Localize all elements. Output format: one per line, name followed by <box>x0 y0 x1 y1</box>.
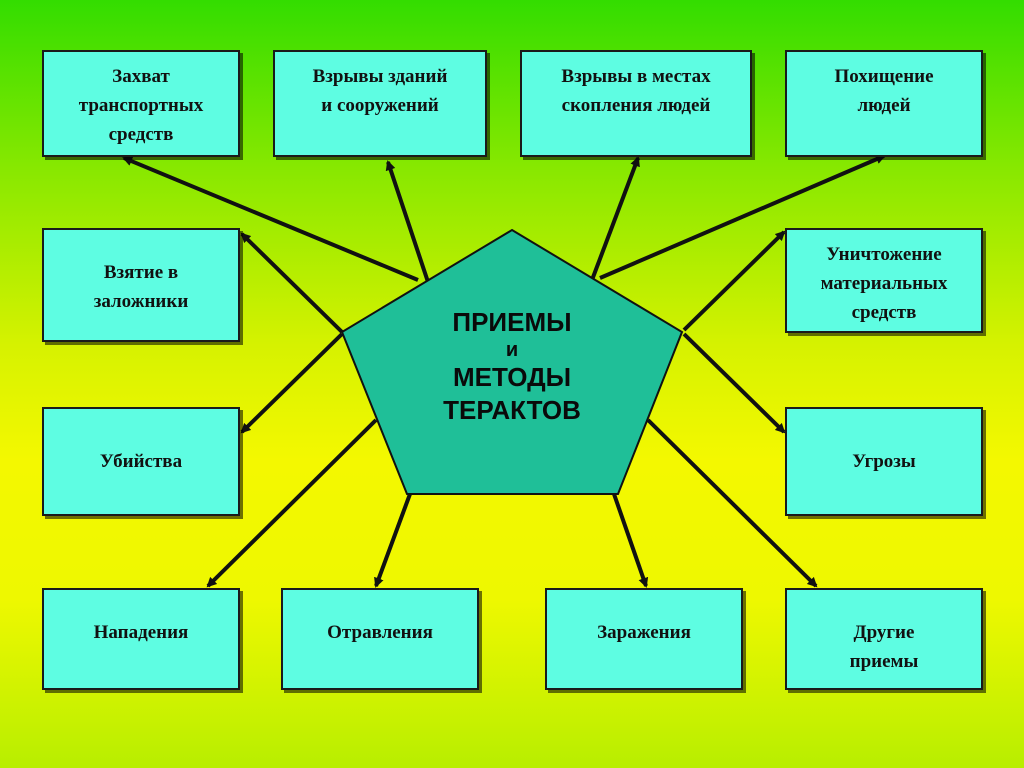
arrow-to-attacks <box>206 418 378 588</box>
box-kidnapping: Похищение людей <box>785 50 983 157</box>
box-attacks: Нападения <box>42 588 240 690</box>
arrow-to-kidnapping <box>599 154 886 280</box>
arrow-to-other <box>646 418 818 588</box>
arrow-to-murders <box>240 332 344 434</box>
box-infection: Заражения <box>545 588 743 690</box>
box-kidnapping-text: Похищение людей <box>834 66 934 116</box>
center-pentagon <box>340 228 684 495</box>
box-other-text: Другие приемы <box>849 622 919 672</box>
box-murders-text: Убийства <box>99 451 183 472</box>
box-hostages-text: Взятие в заложники <box>93 262 189 312</box>
arrow-to-crowd-explosions <box>590 156 640 281</box>
arrow-to-destruction <box>682 230 786 332</box>
box-crowd-explosions: Взрывы в местах скопления людей <box>520 50 752 157</box>
box-other: Другие приемы <box>785 588 983 690</box>
box-destruction: Уничтожение материальных средств <box>785 228 983 333</box>
arrow-to-hostages <box>240 232 344 334</box>
box-poisoning-text: Отравления <box>327 622 433 643</box>
box-crowd-explosions-text: Взрывы в местах скопления людей <box>561 66 711 116</box>
box-hostages: Взятие в заложники <box>42 228 240 342</box>
arrow-to-hijacking <box>122 156 419 282</box>
box-building-explosions-text: Взрывы зданий и сооружений <box>312 66 448 116</box>
arrow-to-building-explosions <box>385 160 430 283</box>
box-threats: Угрозы <box>785 407 983 516</box>
center-title-line-4: ТЕРАКТОВ <box>443 395 581 425</box>
arrow-to-poisoning <box>374 493 412 588</box>
box-attacks-text: Нападения <box>93 622 189 643</box>
arrow-to-infection <box>612 493 649 588</box>
center-title-line-3: МЕТОДЫ <box>452 362 572 392</box>
box-hijacking-text: Захват транспортных средств <box>78 66 204 145</box>
arrow-to-threats <box>682 332 786 434</box>
box-threats-text: Угрозы <box>852 451 916 472</box>
box-hijacking: Захват транспортных средств <box>42 50 240 157</box>
box-destruction-text: Уничтожение материальных средств <box>820 244 948 323</box>
box-infection-text: Заражения <box>597 622 691 643</box>
box-murders: Убийства <box>42 407 240 516</box>
center-title-line-1: ПРИЕМЫ <box>452 307 572 337</box>
box-building-explosions: Взрывы зданий и сооружений <box>273 50 487 157</box>
center-title: ПРИЕМЫ и МЕТОДЫ ТЕРАКТОВ <box>392 306 632 427</box>
box-poisoning: Отравления <box>281 588 479 690</box>
center-title-line-2: и <box>505 339 519 361</box>
